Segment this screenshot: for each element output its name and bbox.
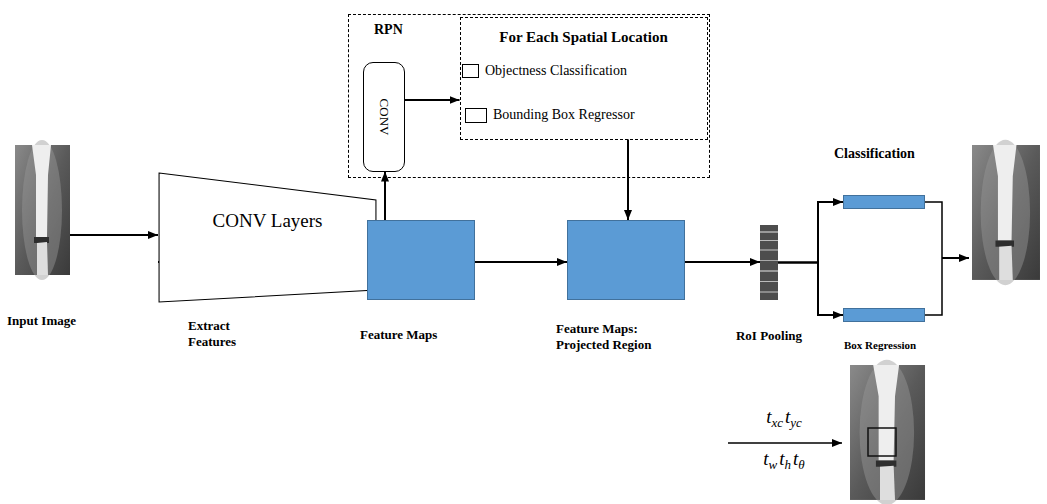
location-outputs-box: For Each Spatial LocationObjectness Clas… [460, 17, 708, 140]
feature-map-box: Feature Maps [367, 220, 475, 300]
parameter-line: twthtθ [725, 448, 845, 473]
regression-parameters: txctyctwthtθ [725, 406, 845, 476]
output-checkbox-item: Objectness Classification [462, 61, 702, 81]
image-label: Input Image [7, 313, 76, 329]
parameter-symbol: t [785, 406, 790, 427]
rpn-region: RPN CONV For Each Spatial LocationObjectne… [348, 14, 710, 178]
classification-bar: Classification [843, 195, 925, 209]
regression-arrow [728, 442, 842, 444]
box-title: For Each Spatial Location [461, 28, 707, 46]
checkbox-label: Objectness Classification [485, 63, 627, 80]
flow-arrow [627, 140, 629, 221]
box-xray [850, 360, 925, 504]
trapezoid-outline [158, 172, 377, 303]
flow-arrow [384, 172, 386, 221]
parameter-subscript: θ [798, 457, 804, 472]
roi-pooling-strip: RoI Pooling [760, 225, 778, 300]
conv-layers-block: CONV LayersExtract Features [158, 172, 377, 303]
input-xray [15, 140, 70, 280]
parameter-symbol: t [793, 448, 798, 469]
parameter-subscript: xc [771, 415, 783, 430]
parameter-symbol: t [766, 406, 771, 427]
box-label: Feature Maps [360, 327, 437, 343]
strip-label: RoI Pooling [736, 328, 802, 344]
checkbox-square [462, 64, 479, 78]
output-checkbox-item: Bounding Box Regressor [465, 105, 703, 125]
merge-bracket [925, 202, 942, 315]
projected-feature-map-box: Feature Maps: Projected Region [567, 220, 685, 300]
box-regression-bar: Box Regression [843, 308, 925, 322]
parameter-subscript: w [769, 457, 778, 472]
box-label: Feature Maps: Projected Region [556, 321, 676, 353]
detected-box [868, 428, 896, 456]
rpn-conv-box: CONV [363, 62, 405, 172]
checkbox-label: Bounding Box Regressor [493, 107, 635, 124]
flow-arrow [70, 234, 158, 236]
output-arrow [942, 257, 969, 259]
parameter-line: txctyc [725, 406, 845, 431]
parameter-symbol: t [779, 448, 784, 469]
bar-label: Classification [834, 146, 915, 163]
parameter-subscript: yc [790, 415, 802, 430]
flow-arrow [475, 261, 567, 263]
input-image: Input Image [15, 145, 70, 275]
flow-arrow [405, 99, 460, 101]
region-title: RPN [374, 22, 403, 39]
rotated-label: CONV [376, 98, 392, 135]
parameter-symbol: t [763, 448, 768, 469]
roi-strip [760, 225, 778, 300]
block-title: CONV Layers [158, 210, 377, 233]
checkbox-square [465, 108, 487, 123]
output-xray [972, 140, 1040, 285]
parameter-subscript: h [785, 457, 792, 472]
trapezoid-shape [159, 173, 376, 302]
flow-arrow [778, 202, 843, 263]
flow-arrow [685, 261, 760, 263]
bar-label: Box Regression [844, 339, 916, 352]
block-caption: Extract Features [188, 318, 278, 350]
flow-arrow [778, 263, 843, 316]
